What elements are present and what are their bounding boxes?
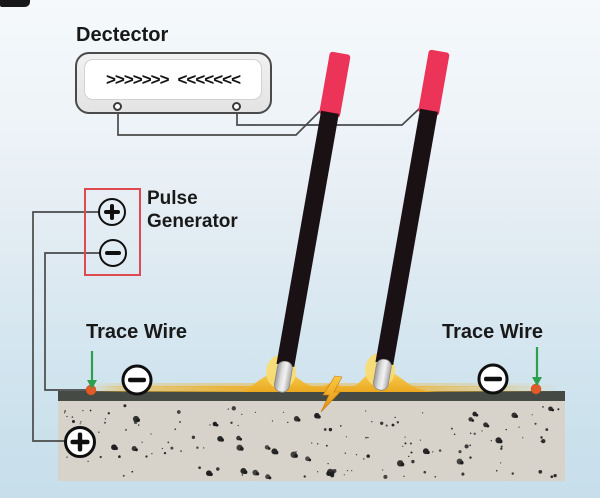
pulse-generator-label: Pulse Generator: [147, 187, 238, 233]
surface-band: [58, 391, 565, 401]
concrete-body: [58, 401, 565, 481]
probe-left: [273, 51, 351, 393]
surface-minus-icon-right: [477, 363, 509, 395]
detector-terminal-right: [232, 102, 241, 111]
detector-wire-left: [117, 109, 322, 136]
probe-right-shaft: [375, 108, 438, 365]
lightning-bolt-icon: [320, 375, 343, 413]
probe-left-tip: [319, 51, 351, 118]
minus-bar: [104, 250, 121, 255]
concrete-speckles: [63, 404, 560, 480]
green-down-arrow-right-icon: [532, 347, 542, 386]
signal-arrows-right-icon: >>>>>>>: [106, 69, 169, 89]
ground-slab: [58, 391, 565, 481]
detector-display: >>>>>>> <<<<<<<: [84, 59, 262, 100]
plus-terminal-icon: [98, 198, 126, 226]
trace-wire-label-left: Trace Wire: [86, 321, 187, 343]
surface-minus-icon-left: [121, 364, 153, 396]
probe-left-shaft: [276, 110, 339, 367]
probe-right-ferrule: [372, 358, 392, 391]
plus-bar-v: [109, 203, 114, 220]
pulse-generator-label-line1: Pulse: [147, 188, 198, 209]
detector-device: >>>>>>> <<<<<<<: [75, 52, 272, 114]
probe-right-tip: [418, 49, 450, 116]
detector-terminal-left: [113, 102, 122, 111]
pulse-generator-box: [84, 188, 141, 276]
underground-plus-icon: [64, 426, 96, 458]
green-down-arrow-left-icon: [87, 351, 97, 389]
corner-mark: [0, 0, 30, 7]
probe-right: [372, 49, 450, 391]
pulse-minus-wire: [44, 252, 100, 391]
trace-wire-dot-right: [530, 383, 542, 395]
detector-title: Dectector: [76, 24, 169, 46]
probe-left-ferrule: [273, 360, 293, 393]
signal-arrows-left-icon: <<<<<<<: [177, 69, 241, 89]
pulse-generator-label-line2: Generator: [147, 211, 238, 232]
trace-wire-label-right: Trace Wire: [442, 321, 543, 343]
pulse-plus-wire: [32, 211, 99, 442]
minus-terminal-icon: [99, 239, 127, 267]
